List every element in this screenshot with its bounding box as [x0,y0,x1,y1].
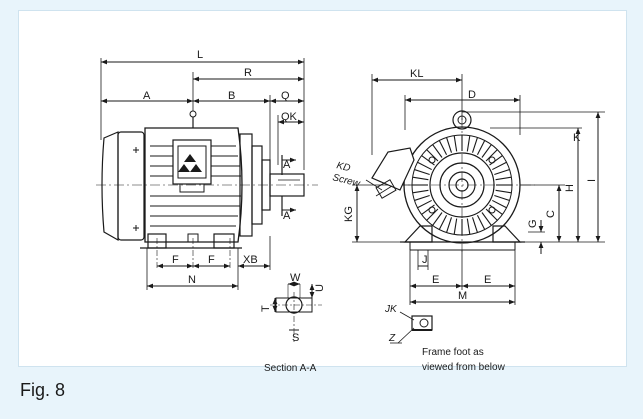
cooling-fin [412,189,429,194]
label-I: I [586,179,598,182]
label-G: G [527,219,539,228]
cooling-fin [453,218,458,235]
foot-caption-line1: Frame foot as [422,347,484,358]
cooling-fin [453,135,458,152]
section-aa [270,281,322,342]
label-R: R [244,67,252,79]
label-KL: KL [410,68,423,80]
label-KG: KG [343,206,355,222]
cooling-fin [471,137,478,153]
label-C: C [545,210,557,218]
cooling-fin [492,161,507,171]
label-F1: F [172,254,179,266]
front-view [352,74,605,305]
cooling-fin [471,217,478,233]
cooling-fin [481,212,492,226]
label-K: K [573,132,581,144]
label-N: N [188,274,196,286]
label-JK: JK [384,304,398,315]
cooling-fin [494,169,510,176]
cooling-fin [476,215,486,230]
label-E2: E [484,274,491,286]
side-view [96,58,318,290]
label-B: B [228,90,235,102]
label-Q: Q [281,90,290,102]
label-A-top: A [283,159,291,171]
cooling-fin [492,199,507,209]
cooling-fin [432,144,443,158]
label-XB: XB [243,254,258,266]
cooling-fin [485,208,498,221]
cooling-fin [417,161,432,171]
label-T: T [260,305,272,312]
label-M: M [458,290,467,302]
label-A-bottom: A [283,210,291,222]
cooling-fin [412,176,429,181]
cooling-fin [426,149,439,162]
label-D: D [468,89,476,101]
cooling-fin [446,217,453,233]
label-A: A [143,90,151,102]
cooling-fin [414,169,430,176]
cooling-fin [495,176,512,181]
cooling-fin [432,212,443,226]
label-E1: E [432,274,439,286]
label-S: S [292,332,299,344]
cooling-fin [438,215,448,230]
cooling-fin [438,140,448,155]
label-H: H [564,184,576,192]
cooling-fin [466,135,471,152]
frame-foot-detail [390,311,433,344]
cooling-fin [481,144,492,158]
cooling-fin [426,208,439,221]
cooling-fin [494,194,510,201]
label-Z: Z [388,333,396,344]
cooling-fin [495,189,512,194]
figure-label: Fig. 8 [20,380,66,400]
cooling-fin [417,199,432,209]
foot-caption-line2: viewed from below [422,362,506,373]
label-W: W [290,272,301,284]
label-U: U [314,284,326,292]
label-QK: QK [281,111,298,123]
label-KD: KD [335,160,351,174]
cooling-fin [414,194,430,201]
drawing-panel [18,10,627,367]
label-L: L [197,49,203,61]
label-F2: F [208,254,215,266]
section-caption: Section A-A [264,363,317,374]
cooling-fin [446,137,453,153]
cooling-fin [476,140,486,155]
cooling-fin [485,149,498,162]
label-J: J [422,254,428,266]
label-screw: Screw [331,172,361,190]
cooling-fin [466,218,471,235]
